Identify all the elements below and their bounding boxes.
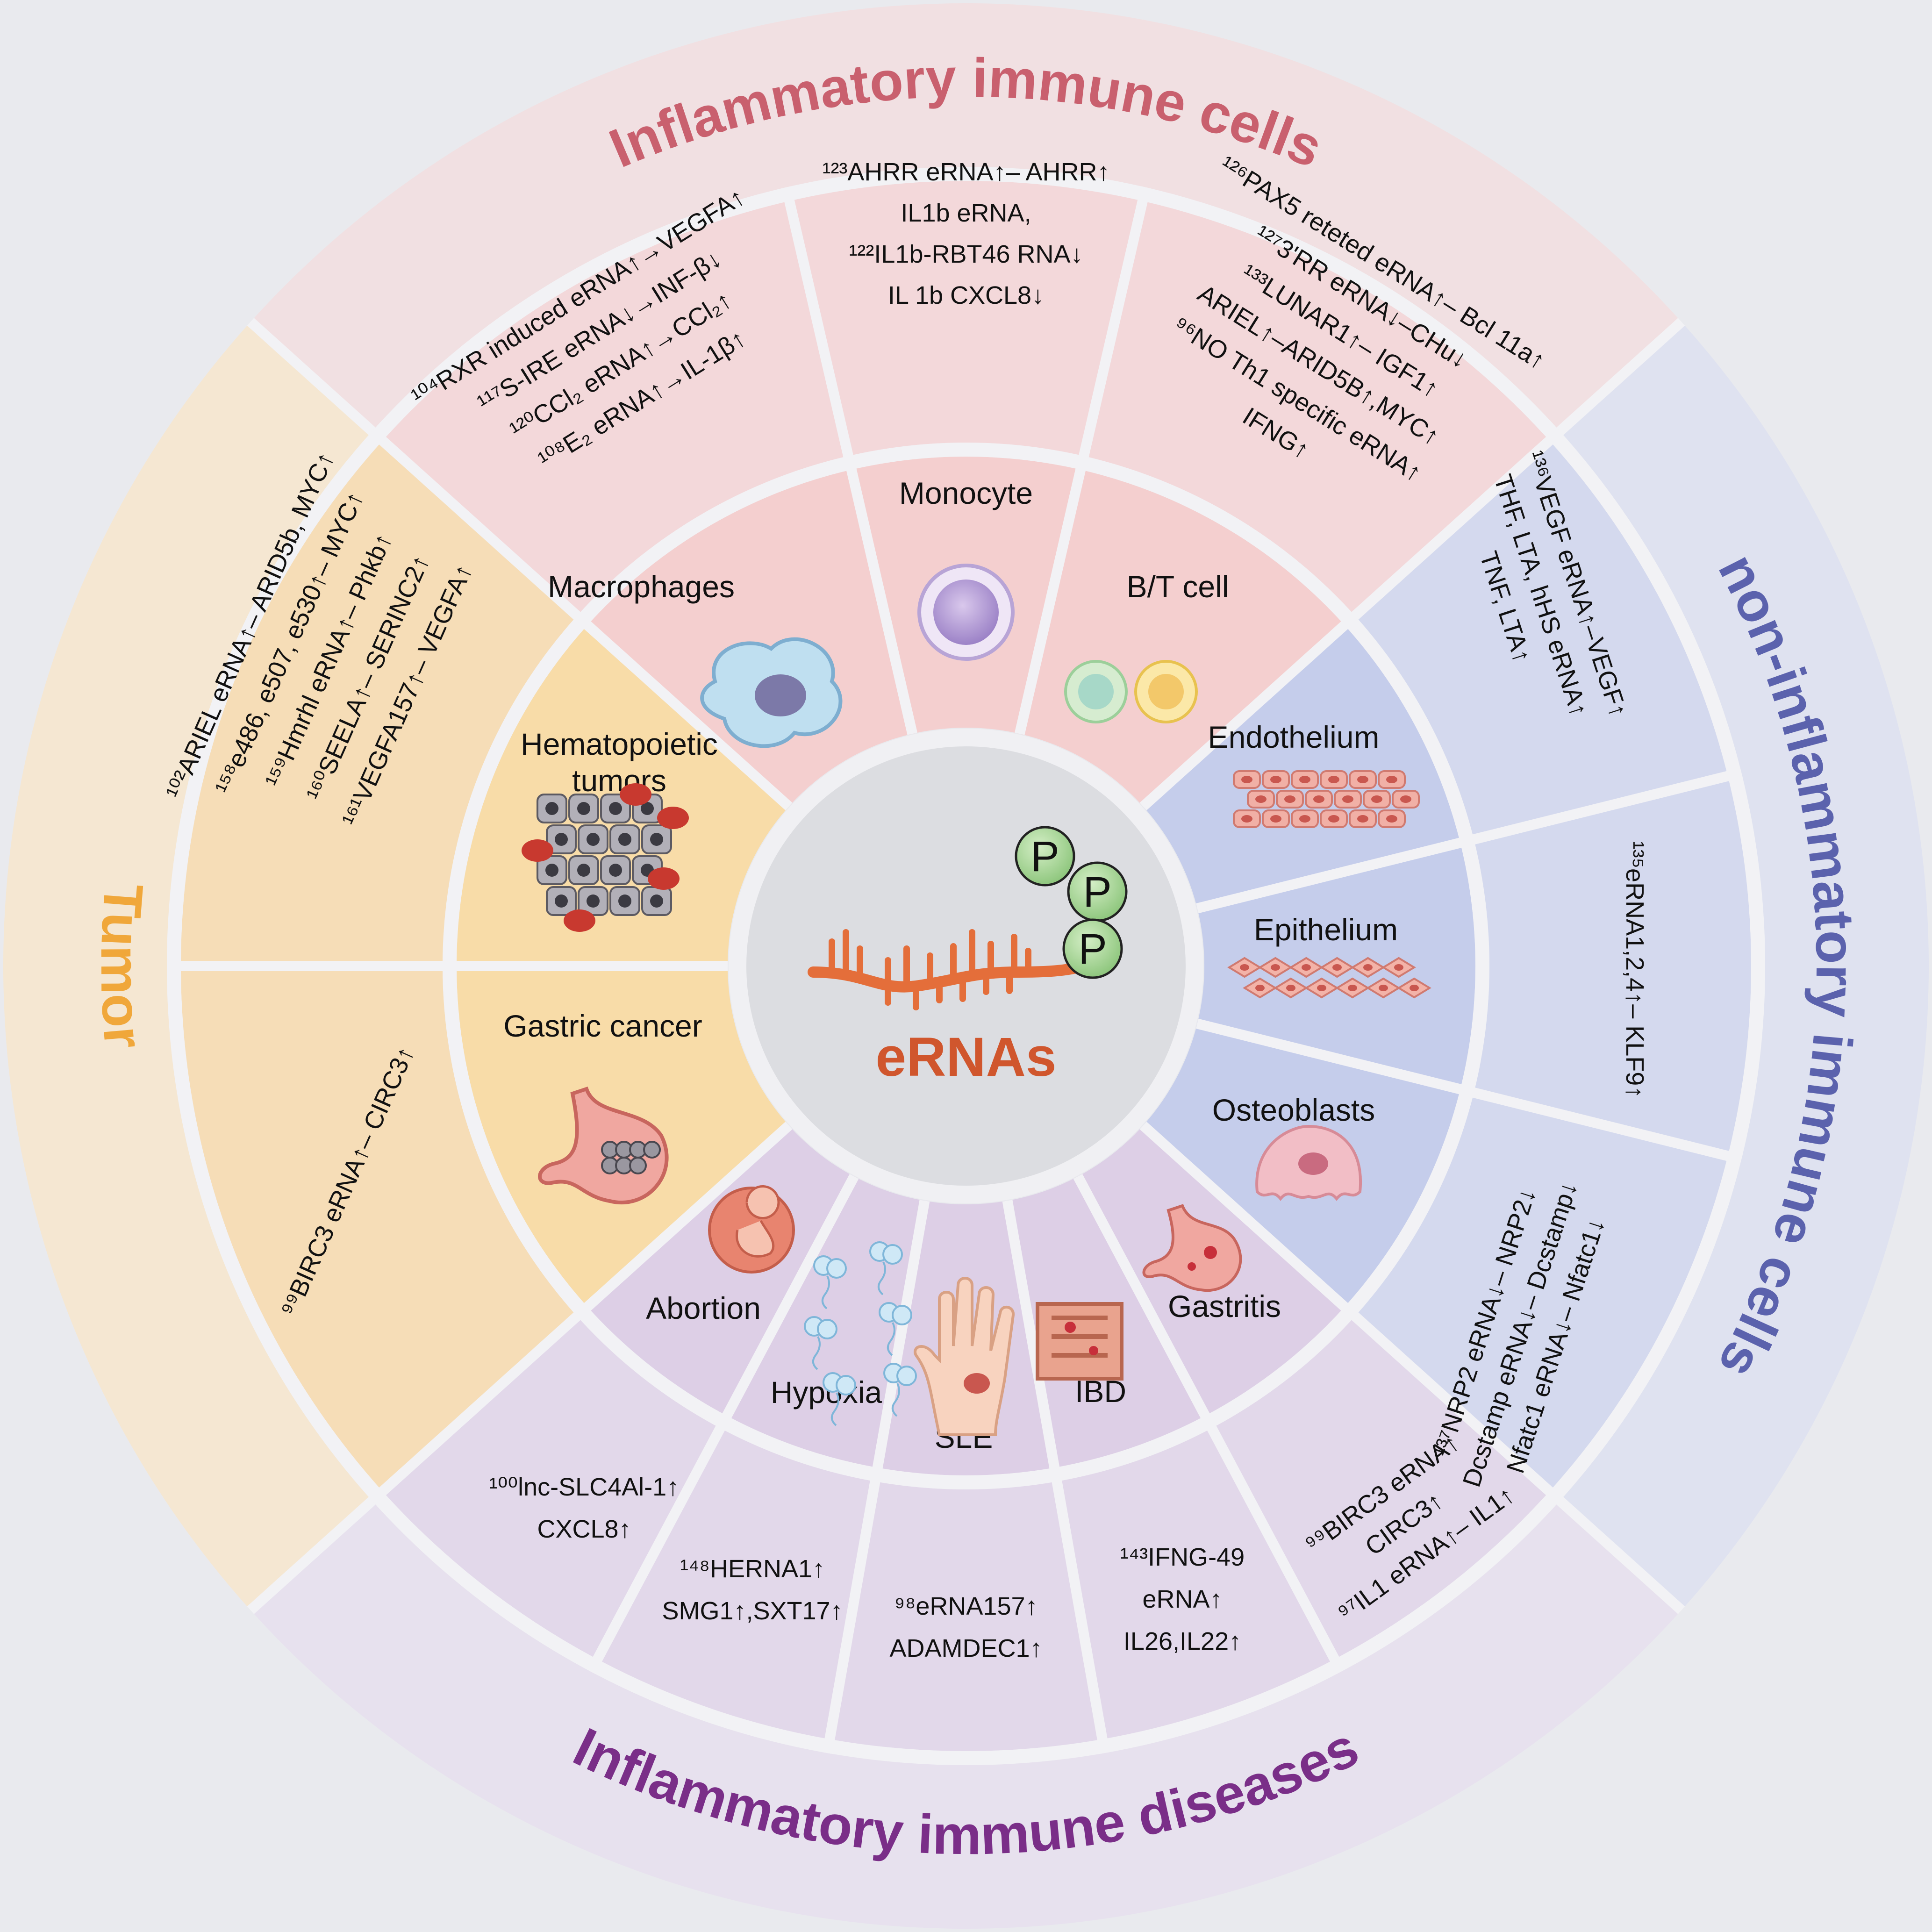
- notes-cell: [181, 440, 577, 966]
- category-band-inflammatory-immune-diseases: [250, 1501, 1682, 1929]
- notes-abortion: ¹⁰⁰lnc-SLC4Al-1↑ CXCL8↑: [489, 1473, 679, 1543]
- note-line: ADAMDEC1↑: [889, 1634, 1042, 1662]
- notes-ibd: ¹⁴³IFNG-49 eRNA↑ IL26,IL22↑: [1120, 1543, 1245, 1655]
- category-ring: [3, 3, 1929, 1929]
- note-line: ¹³⁵eRNA1,2,4↑– KLF9↑: [1621, 841, 1649, 1099]
- note-line: IL 1b CXCL8↓: [888, 281, 1044, 309]
- note-line: ¹⁰⁰lnc-SLC4Al-1↑: [489, 1473, 679, 1501]
- phosphate-group-icon: P P P: [1015, 826, 1128, 979]
- notes-cell: [1474, 776, 1752, 1156]
- notes-cell: [597, 1428, 875, 1739]
- sector-label-gastritis: Gastritis: [1168, 1289, 1281, 1324]
- fetus-icon: [708, 1185, 795, 1274]
- phosphate-label: P: [1083, 868, 1111, 916]
- category-band-inflammatory-immune-cells: [250, 3, 1682, 431]
- note-line: ¹²³AHRR eRNA↑– AHRR↑: [822, 158, 1109, 186]
- category-band-tumor: [3, 322, 372, 1610]
- gastric-tumor-icon: [538, 1086, 669, 1205]
- category-label-tumor: Tumor: [89, 881, 155, 1051]
- center-hub: P P P eRNAs: [729, 729, 1203, 1203]
- phosphate-label: P: [1030, 833, 1059, 880]
- endothelium-icon: [1233, 770, 1420, 828]
- notes-sle: ⁹⁸eRNA157↑ ADAMDEC1↑: [889, 1592, 1042, 1662]
- monocyte-icon: [917, 564, 1015, 661]
- notes-cell: [382, 1316, 721, 1660]
- lymphocyte-icon: [1064, 660, 1198, 723]
- notes-cell: [830, 1481, 1102, 1751]
- macrophage-icon: [700, 637, 843, 748]
- notes-cell: [1211, 1316, 1550, 1660]
- sector-label-endothelium: Endothelium: [1208, 720, 1380, 754]
- sector-label-gastric-cancer: Gastric cancer: [503, 1009, 702, 1043]
- notes-epithelium: ¹³⁵eRNA1,2,4↑– KLF9↑: [1621, 841, 1649, 1099]
- notes-cell: [1355, 440, 1728, 840]
- notes-hypoxia: ¹⁴⁸HERNA1↑ SMG1↑,SXT17↑: [662, 1555, 843, 1625]
- osteoblast-icon: [1255, 1124, 1362, 1201]
- sector-label-abortion: Abortion: [646, 1291, 761, 1325]
- notes-monocyte: ¹²³AHRR eRNA↑– AHRR↑ IL1b eRNA, ¹²²IL1b-RB…: [822, 158, 1109, 309]
- notes-hematopoietic-tumors: ¹⁰²ARIEL eRNA↑– ARID5b, MYC↑¹⁵⁸e486, e50…: [161, 448, 478, 831]
- note-line: ¹⁴³IFNG-49: [1120, 1543, 1245, 1571]
- note-line: IL1b eRNA,: [901, 199, 1031, 227]
- sector-label-epithelium: Epithelium: [1254, 912, 1398, 947]
- sector-label-osteoblasts: Osteoblasts: [1212, 1093, 1375, 1127]
- notes-cell: [181, 966, 577, 1492]
- tumor-cells-icon: [522, 783, 689, 932]
- notes-cell: [1083, 201, 1550, 616]
- rna-strand-icon: [808, 929, 1099, 1010]
- notes-cell: [1355, 1092, 1728, 1492]
- notes-cell: [382, 201, 849, 616]
- hand-icon: [914, 1277, 1015, 1436]
- ring-dividers: [167, 167, 1765, 1765]
- note-line: IL26,IL22↑: [1123, 1627, 1241, 1655]
- phosphate-label: P: [1078, 925, 1107, 973]
- intestine-icon: [1036, 1302, 1123, 1381]
- sector-label-macrophages: Macrophages: [548, 569, 735, 604]
- center-title: eRNAs: [876, 1026, 1057, 1088]
- sector-label-monocyte: Monocyte: [899, 476, 1033, 510]
- stomach-icon: [1142, 1204, 1242, 1292]
- sector-cell: [1143, 625, 1460, 909]
- note-line: CXCL8↑: [537, 1515, 631, 1543]
- notes-cell: [789, 180, 1143, 456]
- note-line: eRNA↑: [1142, 1585, 1222, 1613]
- note-line: SMG1↑,SXT17↑: [662, 1597, 843, 1625]
- sector-label-b-t-cell: B/T cell: [1127, 569, 1229, 604]
- bubbles-icon: [804, 1241, 917, 1426]
- category-band-non-inflammatory-immune-cells: [1560, 322, 1929, 1610]
- notes-ring: [181, 180, 1752, 1751]
- note-line: ⁹⁸eRNA157↑: [894, 1592, 1038, 1620]
- note-line: ¹⁴⁸HERNA1↑: [680, 1555, 825, 1583]
- epithelium-icon: [1227, 957, 1431, 999]
- note-line: ¹²²IL1b-RBT46 RNA↓: [849, 240, 1083, 268]
- notes-cell: [1057, 1428, 1335, 1739]
- sector-cell: [587, 1125, 854, 1416]
- sector-icons: [522, 564, 1431, 1436]
